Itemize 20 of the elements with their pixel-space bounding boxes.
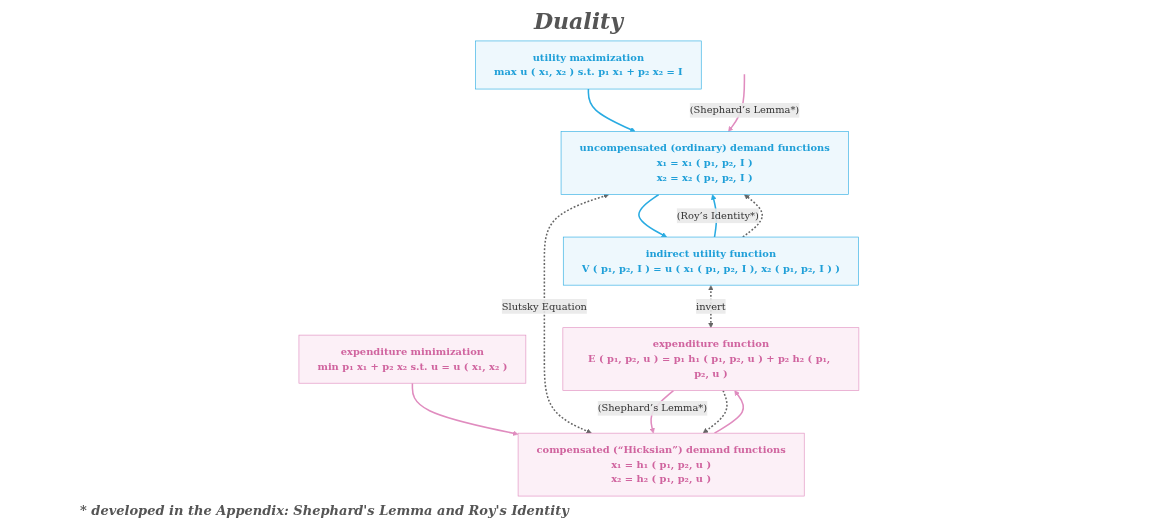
edge-label: Slutsky Equation	[501, 300, 587, 312]
node-box: compensated (“Hicksian”) demand functions x₁ = h₁ ( p₁, p₂, u ) x₂ = h₂ ( p₁, p₂, u )	[517, 432, 805, 497]
node-box: indirect utility function V ( p₁, p₂, I ) = u ( x₁ ( p₁, p₂, I ), x₂ ( p₁, p₂, I ) )	[562, 236, 859, 286]
edge-label: invert	[695, 300, 726, 312]
arrow	[702, 389, 728, 434]
arrow	[587, 88, 636, 133]
diagram-title: Duality	[534, 8, 623, 34]
node-box: expenditure function E ( p₁, p₂, u ) = p₁ h₁ ( p₁, p₂, u ) + p₂ h₂ ( p₁, p₂, u )	[562, 327, 859, 391]
arrow	[411, 382, 518, 436]
edge-label: (Shephard’s Lemma*)	[689, 104, 799, 116]
edge-label: (Shephard’s Lemma*)	[597, 402, 707, 414]
node-box: utility maximization max u ( x₁, x₂ ) s.t. p₁ x₁ + p₂ x₂ = I	[474, 40, 702, 90]
arrow	[637, 193, 667, 238]
arrow	[713, 390, 744, 434]
edge-label: (Roy’s Identity*)	[676, 209, 759, 222]
arrow	[707, 285, 714, 328]
node-box: uncompensated (ordinary) demand functions x₁ = x₁ ( p₁, p₂, I ) x₂ = x₂ ( p₁, p₂, I )	[560, 131, 849, 195]
arrow	[543, 193, 609, 434]
node-box: expenditure minimization min p₁ x₁ + p₂ x₂ s.t. u = u ( x₁, x₂ )	[298, 334, 526, 384]
footnote: * developed in the Appendix: Shephard's Lemma and Roy's Identity	[80, 503, 569, 518]
